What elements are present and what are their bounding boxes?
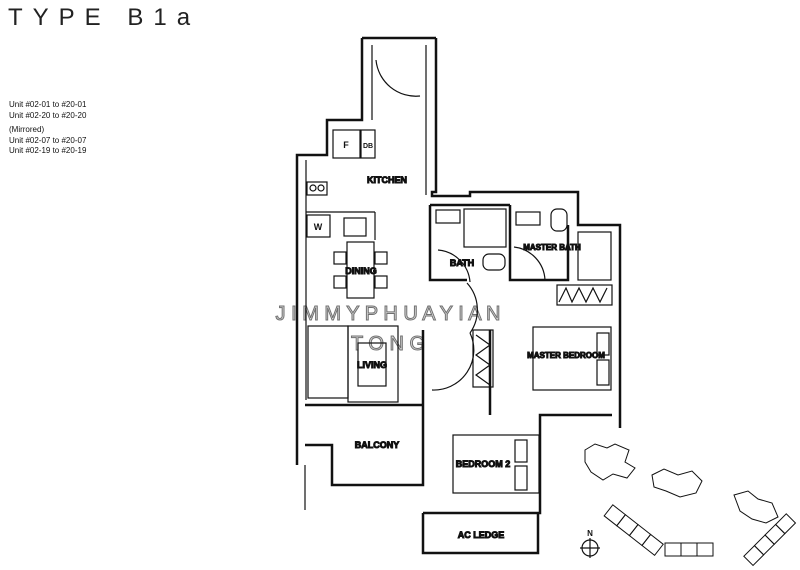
site-plan [584,443,797,567]
outer-walls [295,36,622,555]
bedroom2-label: BEDROOM 2 [456,459,511,469]
tv-console [347,325,399,403]
unit-range: Unit #02-01 to #20-01 [9,100,87,109]
unit-range: Unit #02-07 to #20-07 [9,135,87,145]
unit-type-title: TYPE B1a [8,4,201,31]
kitchen-label: KITCHEN [367,175,407,185]
sink [343,217,367,237]
master-bath-label: MASTER BATH [523,243,581,252]
mirrored-label: (Mirrored) [9,125,45,134]
bath-basin [435,209,461,224]
sofa [307,325,349,399]
washer-label: W [314,222,323,232]
dining-label: DINING [345,266,377,276]
master-bed [532,326,612,391]
fridge-label: F [343,140,349,150]
db-cabinet [360,129,376,159]
wardrobe-bedroom2 [472,329,494,388]
bedroom2-bed [452,434,540,494]
fridge [332,129,361,159]
living-label: LIVING [357,360,387,370]
fixtures: F DB W [306,129,613,494]
shower-master [577,231,612,281]
ac-ledge-label: AC LEDGE [458,530,505,540]
north-label: N [587,529,593,538]
master-bath-basin [515,211,541,226]
unit-list: Unit #02-01 to #20-01 Unit #02-20 to #20… [9,100,86,157]
room-labels: KITCHEN DINING LIVING BALCONY BATH MASTE… [345,175,606,541]
north-arrow-icon: N [580,529,600,558]
bath-label: BATH [450,258,474,268]
watermark: J I M M Y P H U A Y I A N [276,303,501,325]
master-bedroom-label: MASTER BEDROOM [527,351,605,360]
washer [306,214,331,238]
wardrobe-master [556,284,613,306]
balcony-label: BALCONY [355,440,400,450]
master-toilet [550,208,568,232]
toilet [482,253,506,271]
db-label: DB [363,143,373,150]
hob [306,181,328,196]
watermark: T O N G [351,333,425,355]
dining-table [346,241,375,299]
coffee-table [357,342,387,387]
unit-range: Unit #02-19 to #20-19 [9,146,87,155]
unit-range: Unit #02-20 to #20-20 [9,110,87,120]
shower [463,208,507,248]
